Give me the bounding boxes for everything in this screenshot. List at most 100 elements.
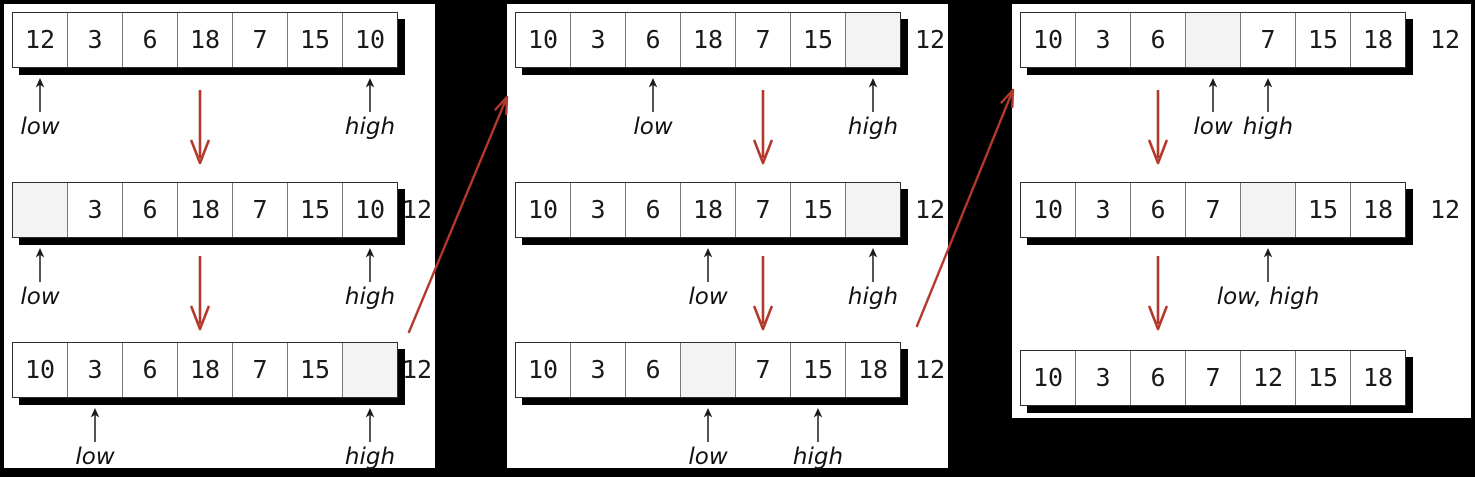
- array: 10 3 6 7 15 18: [1020, 12, 1406, 68]
- array-cell: 3: [68, 343, 123, 397]
- array-cell: 15: [1296, 13, 1351, 67]
- pointer-label: low: [688, 284, 728, 310]
- array-cell: [846, 13, 900, 67]
- up-arrow-icon: [35, 248, 45, 282]
- up-arrow-icon: [35, 78, 45, 112]
- pivot-value: 12: [1430, 195, 1461, 224]
- pointer-label: low: [1193, 114, 1233, 140]
- array-cell: 12: [1241, 351, 1296, 405]
- array-cell: 10: [354, 25, 386, 54]
- partition-pass-1: 12 3 6 18 7 15 10 low high 3 6: [4, 4, 435, 470]
- up-arrow-icon: [1208, 78, 1218, 112]
- array-cell: 3: [571, 183, 626, 237]
- down-arrow-icon: [1148, 90, 1168, 165]
- array-cell: 10: [13, 343, 68, 397]
- pointer-high: high: [338, 408, 402, 470]
- array-cell: 6: [626, 343, 681, 397]
- pivot-value: 12: [915, 355, 946, 384]
- array-cell: [846, 183, 900, 237]
- array-cell: 15: [288, 13, 343, 67]
- array-cell: 15: [791, 13, 846, 67]
- array-cell: 6: [1131, 13, 1186, 67]
- down-arrow-icon: [190, 90, 210, 165]
- array-cell: 15: [791, 343, 846, 397]
- pointer-label: low: [20, 284, 60, 310]
- array-cell: 10: [516, 343, 571, 397]
- array-cell: 3: [1076, 13, 1131, 67]
- array-cell: 7: [1241, 13, 1296, 67]
- array: 10 3 6 18 7 15: [515, 12, 901, 68]
- array-cell: 10: [354, 195, 386, 224]
- array-cell: 7: [736, 183, 791, 237]
- array-cell: 18: [681, 13, 736, 67]
- array-cell: 7: [233, 343, 288, 397]
- array-cell: 6: [626, 183, 681, 237]
- pointer-label: high: [344, 114, 396, 140]
- array-cell: 3: [68, 183, 123, 237]
- array-cell: 18: [681, 183, 736, 237]
- array-cell: 15: [791, 183, 846, 237]
- array-cell: 18: [1362, 195, 1394, 224]
- pointer-label: low: [688, 444, 728, 470]
- up-arrow-icon: [813, 408, 823, 442]
- up-arrow-icon: [868, 78, 878, 112]
- array: 3 6 18 7 15 10: [12, 182, 398, 238]
- down-arrow-icon: [1148, 256, 1168, 331]
- down-arrow-icon: [190, 256, 210, 331]
- pointer-low: low: [63, 408, 127, 470]
- array-cell: 7: [1186, 351, 1241, 405]
- array-cell: 3: [68, 13, 123, 67]
- pointer-high: high: [786, 408, 850, 470]
- up-arrow-icon: [365, 408, 375, 442]
- down-arrow-icon: [753, 256, 773, 331]
- up-arrow-icon: [648, 78, 658, 112]
- pointer-label: low: [75, 444, 115, 470]
- pointer-low: low: [8, 248, 72, 310]
- pivot-value: 12: [402, 195, 433, 224]
- array-cell: 6: [123, 343, 178, 397]
- array-cell: 6: [123, 183, 178, 237]
- pointer-label: high: [1242, 114, 1294, 140]
- array-cell: [1241, 183, 1296, 237]
- pointer-high: high: [841, 248, 905, 310]
- array-cell: 15: [1296, 351, 1351, 405]
- array-cell: 18: [178, 183, 233, 237]
- array: 10 3 6 7 15 18: [1020, 182, 1406, 238]
- array: 10 3 6 18 7 15: [12, 342, 398, 398]
- up-arrow-icon: [703, 408, 713, 442]
- pointer-label: low, high: [1216, 284, 1320, 310]
- pointer-high: high: [841, 78, 905, 140]
- pointer-high: high: [338, 248, 402, 310]
- pointer-low: low: [1181, 78, 1245, 140]
- array: 12 3 6 18 7 15 10: [12, 12, 398, 68]
- array-cell: 3: [1076, 183, 1131, 237]
- pointer-label: high: [344, 284, 396, 310]
- pointer-high: high: [338, 78, 402, 140]
- up-arrow-icon: [1263, 248, 1273, 282]
- pointer-label: low: [633, 114, 673, 140]
- pivot-value: 12: [915, 195, 946, 224]
- array-cell: [1186, 13, 1241, 67]
- array-cell: 18: [857, 355, 889, 384]
- array: 10 3 6 7 15 18: [515, 342, 901, 398]
- array-cell: 18: [1362, 363, 1394, 392]
- array-cell: 7: [1186, 183, 1241, 237]
- array: 10 3 6 18 7 15: [515, 182, 901, 238]
- up-arrow-icon: [868, 248, 878, 282]
- up-arrow-icon: [365, 78, 375, 112]
- array-cell: 15: [288, 183, 343, 237]
- array-cell: [13, 183, 68, 237]
- pointer-low: low: [676, 248, 740, 310]
- array-cell: 7: [736, 13, 791, 67]
- pointer-label: high: [847, 284, 899, 310]
- pointer-label: high: [847, 114, 899, 140]
- pointer-low: low: [621, 78, 685, 140]
- pointer-label: high: [792, 444, 844, 470]
- array-cell: 7: [736, 343, 791, 397]
- down-arrow-icon: [753, 90, 773, 165]
- array-cell: 3: [571, 13, 626, 67]
- pointer-high: high: [1236, 78, 1300, 140]
- pointer-label: high: [344, 444, 396, 470]
- up-arrow-icon: [365, 248, 375, 282]
- array-cell: 15: [288, 343, 343, 397]
